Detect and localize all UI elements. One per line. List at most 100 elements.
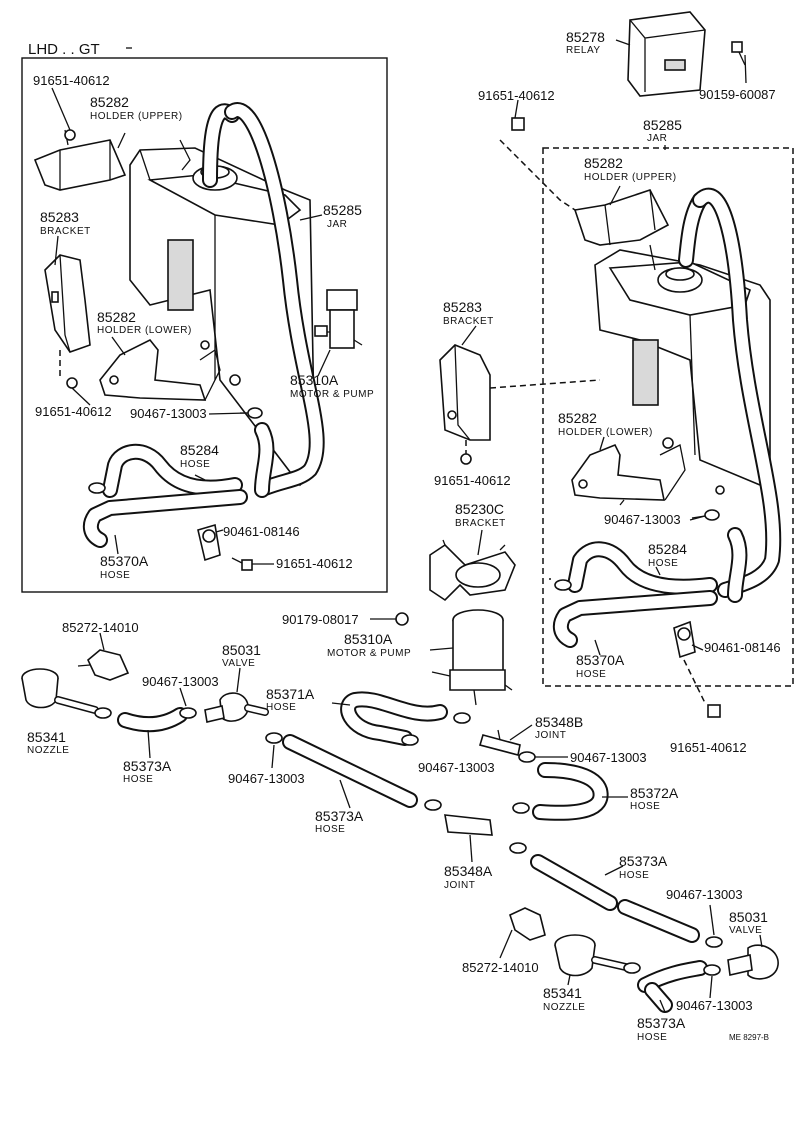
label-85341-b: 85341 [543,985,582,1001]
label-bracket-c: BRACKET [455,518,506,529]
label-85282-upper-a: 85282 [90,94,129,110]
screw-91651-right [683,659,721,718]
holder-upper-left [33,129,127,191]
label-85348b: 85348B [535,714,583,730]
label-85373a-c: 85373A [619,853,668,869]
clip-90461-left [197,523,221,562]
nut-90179 [370,612,409,626]
label-85272-14010-b: 85272-14010 [462,960,539,975]
label-90467-13003-h: 90467-13003 [676,998,753,1013]
label-85371a: 85371A [266,686,315,702]
gt-inset-frame [542,147,794,687]
label-holder-lower-b: HOLDER (LOWER) [558,427,653,438]
label-85310a-b: 85310A [344,631,393,647]
motor-pump-left [314,289,363,349]
header-label: LHD . . GT [28,41,100,58]
label-85283-a: 85283 [40,209,79,225]
label-holder-upper-a: HOLDER (UPPER) [90,111,183,122]
label-85282-upper-b: 85282 [584,155,623,171]
label-85031-b: 85031 [729,909,768,925]
relay-85278 [615,11,747,97]
label-90159-60087: 90159-60087 [699,87,776,102]
diagram-code: ME 8297-B [729,1033,769,1042]
label-85372a: 85372A [630,785,679,801]
label-valve-a: VALVE [222,658,255,669]
label-hose-85373a-b: HOSE [315,824,345,835]
label-85373a-b: 85373A [315,808,364,824]
motor-pump-85310a-main [429,609,513,706]
label-85272-14010-a: 85272-14010 [62,620,139,635]
label-85370a-a: 85370A [100,553,149,569]
label-relay: RELAY [566,45,601,56]
clamp-90467-left-nozzle [94,707,112,719]
label-hose-85372a: HOSE [630,801,660,812]
holder-lower-left [99,338,221,401]
label-85285-b: 85285 [643,117,682,133]
label-hose-85284-a: HOSE [180,459,210,470]
bracket-85272-left [77,632,130,681]
label-hose-85370a-a: HOSE [100,570,130,581]
label-91651-40612-a: 91651-40612 [33,73,110,88]
screw-91651-left [231,557,253,571]
label-90461-08146-b: 90461-08146 [704,640,781,655]
label-valve-b: VALVE [729,925,762,936]
label-joint-b: JOINT [535,730,566,741]
label-hose-85373a-d: HOSE [637,1032,667,1043]
label-91651-40612-b: 91651-40612 [35,404,112,419]
label-90461-08146-a: 90461-08146 [223,524,300,539]
label-85370a-b: 85370A [576,652,625,668]
holder-lower-right [571,443,686,501]
label-motor-pump-a: MOTOR & PUMP [290,389,374,400]
label-85031-a: 85031 [222,642,261,658]
label-90467-13003-e: 90467-13003 [570,750,647,765]
label-90467-13003-g: 90467-13003 [666,887,743,902]
label-90179-08017: 90179-08017 [282,612,359,627]
label-bracket-a: BRACKET [40,226,91,237]
label-85283-b: 85283 [443,299,482,315]
label-85310a-a: 85310A [290,372,339,388]
label-85230c: 85230C [455,501,504,517]
label-91651-40612-d: 91651-40612 [478,88,555,103]
valve-85031-left [204,667,269,723]
label-85284-a: 85284 [180,442,219,458]
label-motor-pump-b: MOTOR & PUMP [327,648,411,659]
screw-91651-top [499,99,591,221]
lhd-gt-inset-frame [21,57,388,593]
label-85282-lower-b: 85282 [558,410,597,426]
label-bracket-b: BRACKET [443,316,494,327]
label-nozzle-a: NOZZLE [27,745,69,756]
bracket-85230c [429,539,516,602]
holder-upper-right [573,189,670,246]
label-91651-40612-c: 91651-40612 [276,556,353,571]
label-hose-85371a: HOSE [266,702,296,713]
label-joint-a: JOINT [444,880,475,891]
label-jar-a: JAR [327,219,347,230]
clamp-90467-valve-left [265,732,283,744]
bracket-85283-right [439,344,601,465]
label-91651-40612-f: 91651-40612 [670,740,747,755]
label-nozzle-b: NOZZLE [543,1002,585,1013]
label-hose-85370a-b: HOSE [576,669,606,680]
label-85341-a: 85341 [27,729,66,745]
label-85278: 85278 [566,29,605,45]
label-holder-lower-a: HOLDER (LOWER) [97,325,192,336]
joint-85348a [444,814,527,863]
clamp-90467-lower-right [705,936,723,948]
joint-85348b [478,724,533,756]
label-91651-40612-e: 91651-40612 [434,473,511,488]
label-hose-85373a-a: HOSE [123,774,153,785]
jar-illustration-right [594,244,771,495]
label-90467-13003-a: 90467-13003 [130,406,207,421]
label-holder-upper-b: HOLDER (UPPER) [584,172,677,183]
label-hose-85373a-c: HOSE [619,870,649,881]
bracket-85283-left [44,254,91,389]
label-85348a: 85348A [444,863,493,879]
clip-90461-right [673,620,696,659]
nozzle-85341-left [21,668,99,714]
label-90467-13003-f: 90467-13003 [418,760,495,775]
label-90467-13003-b: 90467-13003 [604,512,681,527]
nozzle-85341-right [554,934,634,986]
valve-85031-right [727,934,779,980]
bracket-85272-right [499,907,546,959]
